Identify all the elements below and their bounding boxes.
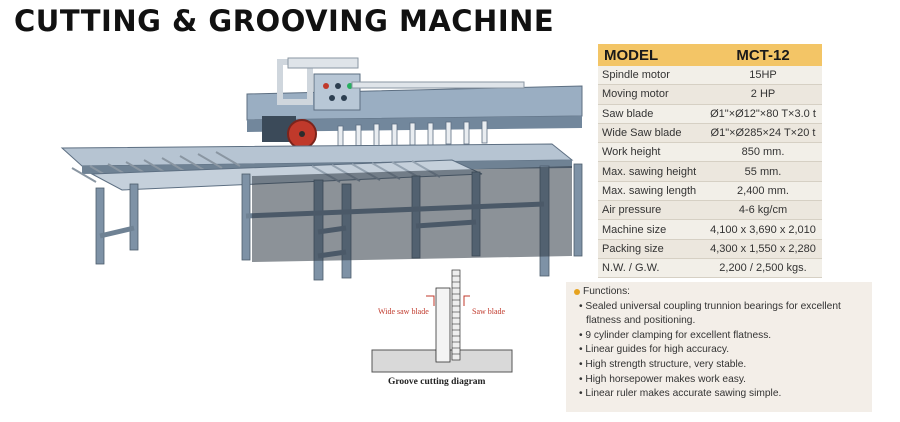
function-item: Linear guides for high accuracy. xyxy=(574,343,866,358)
functions-box: Functions: Sealed universal coupling tru… xyxy=(566,282,872,412)
wide-saw-blade-label: Wide saw blade xyxy=(378,307,429,316)
spec-value: 4,300 x 1,550 x 2,280 xyxy=(704,239,822,259)
spec-row: Air pressure 4-6 kg/cm xyxy=(598,200,822,221)
spec-label: Wide Saw blade xyxy=(598,123,704,144)
spec-label: Max. sawing height xyxy=(598,161,704,182)
spec-label: Saw blade xyxy=(598,104,704,124)
spec-value: 2 HP xyxy=(704,84,822,105)
spec-table-container: MODEL MCT-12 Spindle motor 15HP Moving m… xyxy=(598,44,822,279)
spec-label: Spindle motor xyxy=(598,66,704,86)
spec-value: 4,100 x 3,690 x 2,010 xyxy=(704,219,822,240)
diagram-caption: Groove cutting diagram xyxy=(388,377,486,387)
spec-label: Packing size xyxy=(598,239,704,259)
bullet-dot-icon xyxy=(574,289,580,296)
functions-heading-text: Functions: xyxy=(583,286,630,297)
spec-label: Moving motor xyxy=(598,84,704,105)
spec-value: Ø1"×Ø285×24 T×20 t xyxy=(704,123,822,144)
spec-row: Packing size 4,300 x 1,550 x 2,280 xyxy=(598,239,822,259)
spec-label: Max. sawing length xyxy=(598,181,704,202)
function-item: High horsepower makes work easy. xyxy=(574,373,866,388)
functions-heading: Functions: xyxy=(574,285,866,300)
spec-value: 850 mm. xyxy=(704,142,822,163)
spec-row: N.W. / G.W. 2,200 / 2,500 kgs. xyxy=(598,258,822,279)
spec-table: MODEL MCT-12 Spindle motor 15HP Moving m… xyxy=(598,44,822,279)
spec-row: Moving motor 2 HP xyxy=(598,84,822,105)
spec-value: 2,200 / 2,500 kgs. xyxy=(704,258,822,279)
groove-cutting-diagram xyxy=(371,269,513,373)
spec-value: 15HP xyxy=(704,66,822,86)
spec-label: Air pressure xyxy=(598,200,704,221)
spec-row: Max. sawing height 55 mm. xyxy=(598,161,822,182)
spec-header-label: MODEL xyxy=(598,44,704,66)
function-item: 9 cylinder clamping for excellent flatne… xyxy=(574,329,866,344)
spec-value: 4-6 kg/cm xyxy=(704,200,822,221)
machine-illustration xyxy=(60,57,583,281)
function-item: High strength structure, very stable. xyxy=(574,358,866,373)
spec-label: Work height xyxy=(598,142,704,163)
spec-row: Machine size 4,100 x 3,690 x 2,010 xyxy=(598,219,822,240)
spec-row: Saw blade Ø1"×Ø12"×80 T×3.0 t xyxy=(598,104,822,124)
spec-row: Work height 850 mm. xyxy=(598,142,822,163)
spec-value: 2,400 mm. xyxy=(704,181,822,202)
saw-blade-label: Saw blade xyxy=(472,307,506,316)
spec-label: Machine size xyxy=(598,219,704,240)
function-item: Sealed universal coupling trunnion beari… xyxy=(574,300,866,329)
spec-row: Wide Saw blade Ø1"×Ø285×24 T×20 t xyxy=(598,123,822,144)
spec-header-value: MCT-12 xyxy=(704,44,822,66)
spec-row: Max. sawing length 2,400 mm. xyxy=(598,181,822,202)
spec-row: Spindle motor 15HP xyxy=(598,66,822,86)
spec-label: N.W. / G.W. xyxy=(598,258,704,279)
spec-value: Ø1"×Ø12"×80 T×3.0 t xyxy=(704,104,822,124)
spec-value: 55 mm. xyxy=(704,161,822,182)
function-item: Linear ruler makes accurate sawing simpl… xyxy=(574,387,866,402)
page-title: CUTTING & GROOVING MACHINE xyxy=(14,4,555,38)
